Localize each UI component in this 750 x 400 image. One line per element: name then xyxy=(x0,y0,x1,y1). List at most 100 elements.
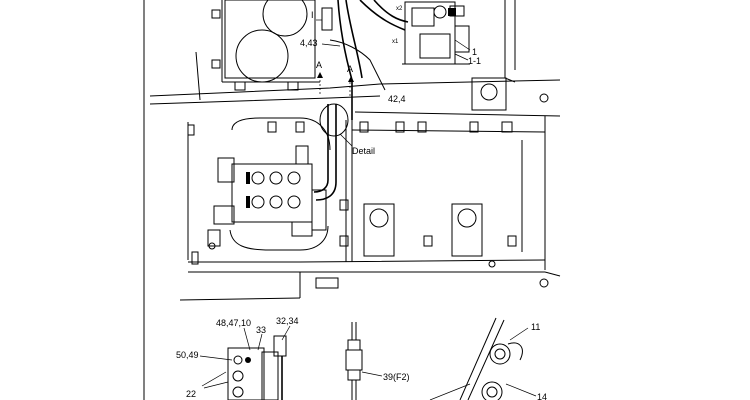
bottom-detail-right xyxy=(429,317,537,400)
leader-22-b xyxy=(203,381,229,389)
detail-circle xyxy=(319,103,349,137)
pump-motor xyxy=(419,33,451,59)
mid-small-lug-a xyxy=(339,235,349,247)
tank-box xyxy=(224,0,316,79)
bottom-detail-middle xyxy=(345,322,383,400)
lower-rail-end xyxy=(544,271,561,277)
arrow-a-left xyxy=(317,72,323,78)
label-11: 11 xyxy=(531,322,540,332)
tank-bracket-lower xyxy=(211,59,221,69)
leader-1 xyxy=(454,39,471,51)
detail-valve-side xyxy=(261,351,279,400)
upper-frame-strip-top xyxy=(149,81,471,97)
pump-top-cap xyxy=(449,5,465,17)
clamp-bolt-upper xyxy=(507,342,523,361)
frame-short-diagonal xyxy=(195,51,201,101)
mid-frame-arc-bottom xyxy=(229,225,329,251)
mid-lug-d xyxy=(395,121,405,133)
leader-11 xyxy=(509,327,529,341)
tank-bracket-upper xyxy=(211,9,221,19)
pipe-nut-bottom xyxy=(347,369,361,381)
mid-frame-bolt xyxy=(208,242,216,250)
label-50-49: 50,49 xyxy=(176,350,199,360)
tank-foot-left xyxy=(234,81,246,91)
pipe-coupling xyxy=(345,349,363,371)
valve-right-plate xyxy=(311,189,327,231)
mid-cross-top xyxy=(351,129,546,133)
pump-valve-block xyxy=(448,8,456,16)
tank-foot-right xyxy=(287,81,299,91)
lower-rail-top xyxy=(188,259,546,263)
valve-left-mount xyxy=(217,157,235,183)
mid-lug-b xyxy=(295,121,305,133)
upper-fitting xyxy=(321,7,333,31)
hanger-left xyxy=(363,203,395,257)
valve-port-1 xyxy=(251,171,265,185)
leader-bottom-left xyxy=(429,383,471,400)
clamp-ring-lower-inner xyxy=(486,386,498,398)
mid-lug-a xyxy=(267,121,277,133)
mid-lug-e xyxy=(417,121,427,133)
pump-head xyxy=(411,7,435,27)
mid-frame-bracket-top xyxy=(187,124,195,136)
valve-port-3 xyxy=(287,171,301,185)
hose-to-pump-b xyxy=(373,0,409,23)
detail-valve-body xyxy=(227,347,265,400)
tank-circle-upper xyxy=(262,0,308,37)
detail-valve-port-c xyxy=(232,370,244,382)
leader-50-49 xyxy=(199,355,233,361)
mid-lug-c xyxy=(359,121,369,133)
bracket-rail-a xyxy=(459,317,497,400)
valve-port-4 xyxy=(251,195,265,209)
label-x1: x1 xyxy=(392,39,399,45)
label-22: 22 xyxy=(186,389,196,399)
right-lug-block xyxy=(471,77,507,111)
label-x2: x2 xyxy=(396,6,403,12)
valve-port-6 xyxy=(287,195,301,209)
leader-32-34 xyxy=(281,325,291,341)
right-bolt-hole xyxy=(539,93,549,103)
valve-port-5 xyxy=(269,195,283,209)
mid-frame-top-line xyxy=(354,111,561,117)
detail-valve-port-a xyxy=(233,355,243,365)
label-1: 1 xyxy=(472,47,477,57)
arrow-a-right xyxy=(348,76,354,82)
valve-top-fitting xyxy=(295,145,309,165)
hose-down-b xyxy=(315,104,337,201)
upper-assembly: I x2 x1 xyxy=(149,0,561,120)
label-a-left: A xyxy=(316,60,322,70)
valve-left-mount-lower xyxy=(213,205,235,225)
mid-small-lug-d xyxy=(339,199,349,211)
clamp-ring-upper xyxy=(489,343,511,365)
clamp-ring-lower xyxy=(481,381,503,400)
label-32-34: 32,34 xyxy=(276,316,299,326)
detail-valve-port-b xyxy=(245,357,251,363)
mid-frame-bracket-bottom xyxy=(207,229,221,247)
label-48-47-10: 48,47,10 xyxy=(216,318,251,328)
rail-tag-plate xyxy=(315,277,339,289)
hanger-right xyxy=(451,203,483,257)
right-frame-upright xyxy=(504,0,516,83)
pump-side-block xyxy=(454,25,470,53)
mid-small-lug-c xyxy=(507,235,517,247)
tank-circle-lower xyxy=(235,29,289,83)
hanger-right-hole xyxy=(457,208,477,228)
leader-48-47-10 xyxy=(243,327,251,351)
leader-1-1 xyxy=(454,53,469,61)
label-42-4: 42,4 xyxy=(388,94,406,104)
label-33: 33 xyxy=(256,325,266,335)
leader-22-a xyxy=(201,371,227,387)
valve-port-2 xyxy=(269,171,283,185)
right-frame-top xyxy=(469,79,561,83)
label-4-43: 4,43 xyxy=(300,38,318,48)
rail-bolt-right xyxy=(488,260,496,268)
valve-spool-2 xyxy=(246,196,250,208)
rail-bolt-far-right xyxy=(539,278,549,288)
mid-lug-g xyxy=(501,121,513,133)
detail-fitting-top xyxy=(273,335,287,357)
label-i: I xyxy=(311,10,314,20)
leader-33 xyxy=(257,333,263,351)
bracket-rail-b xyxy=(467,319,505,400)
hose-main-b xyxy=(345,0,363,79)
